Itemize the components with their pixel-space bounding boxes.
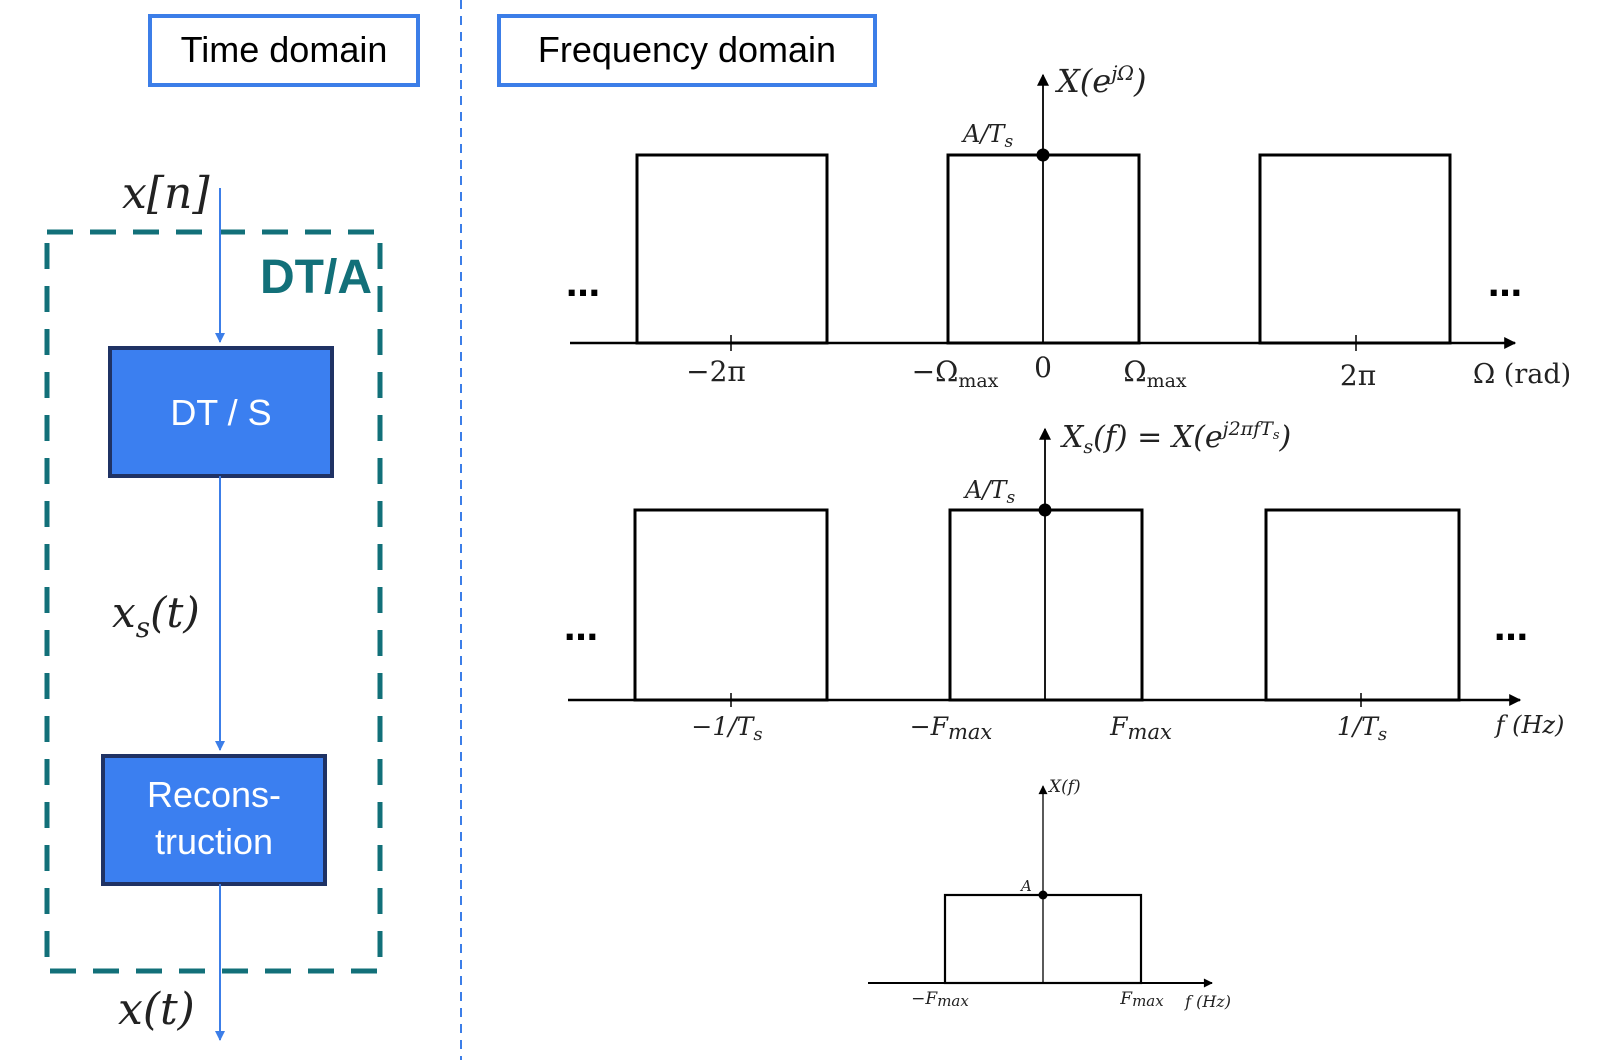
middle-tick-label-minus-one-over-ts: −1/Ts: [691, 712, 762, 745]
dta-block-diagram: DT/A x[n] DT / S xs(t) Recons- truction …: [44, 168, 383, 1041]
middle-peak-dot: [1038, 503, 1052, 517]
middle-y-label: Xs(f) = X(ej2πfTs): [1060, 418, 1291, 458]
top-height-label: A/Ts: [961, 120, 1013, 152]
frequency-domain-header: Frequency domain: [497, 14, 877, 87]
frequency-domain-title: Frequency domain: [538, 29, 836, 70]
bottom-y-label: X(f): [1047, 777, 1081, 797]
top-tick-label-zero: 0: [1034, 351, 1052, 384]
middle-replica-center: [948, 508, 1144, 702]
top-left-dots: …: [566, 265, 600, 305]
bottom-x-axis-label: f (Hz): [1184, 992, 1231, 1011]
middle-x-axis-label: f (Hz): [1494, 711, 1565, 739]
dta-group-box: [44, 229, 383, 974]
spectrum-middle: Xs(f) = X(ej2πfTs) A/Ts … … −1/Ts −Fmax …: [564, 418, 1564, 745]
top-x-axis-label: Ω (rad): [1473, 359, 1571, 390]
middle-right-dots: …: [1494, 609, 1528, 649]
middle-height-label: A/Ts: [963, 476, 1015, 508]
middle-tick-label-fmax: Fmax: [1109, 712, 1172, 744]
dt-s-block-label: DT / S: [170, 392, 271, 433]
bottom-tick-label-minus-fmax: −Fmax: [911, 989, 969, 1010]
middle-tick-label-one-over-ts: 1/Ts: [1337, 712, 1387, 745]
top-y-label: X(ejΩ): [1054, 61, 1146, 100]
top-tick-label-2pi: 2π: [1340, 359, 1376, 392]
time-domain-title: Time domain: [181, 29, 388, 70]
bottom-tick-label-fmax: Fmax: [1119, 989, 1164, 1010]
middle-replica-left: [633, 508, 829, 702]
reconstruction-label-line1: Recons-: [147, 774, 281, 815]
spectrum-bottom: X(f) A −Fmax Fmax f (Hz): [868, 777, 1231, 1011]
middle-replica-right: [1264, 508, 1461, 702]
top-replica-right: [1258, 153, 1452, 345]
middle-left-dots: …: [564, 609, 598, 649]
dta-group-label: DT/A: [260, 251, 372, 304]
output-signal-label: x(t): [118, 984, 195, 1035]
middle-tick-label-minus-fmax: −Fmax: [910, 712, 993, 744]
reconstruction-block: [101, 754, 327, 886]
bottom-height-label: A: [1019, 877, 1032, 895]
spectrum-top: X(ejΩ) A/Ts … … −2π −Ωmax 0 Ωmax 2π Ω (r…: [566, 61, 1571, 392]
reconstruction-label-line2: truction: [155, 821, 273, 862]
time-domain-header: Time domain: [148, 14, 420, 87]
top-replica-left: [635, 153, 829, 345]
dt-s-block: [108, 346, 334, 478]
top-tick-label-omega-max: Ωmax: [1123, 355, 1187, 392]
top-peak-dot: [1036, 148, 1050, 162]
sampled-signal-label: xs(t): [112, 588, 200, 644]
top-tick-label-minus-2pi: −2π: [686, 355, 746, 388]
bottom-peak-dot: [1038, 890, 1048, 900]
input-signal-label: x[n]: [122, 168, 210, 219]
top-right-dots: …: [1488, 265, 1522, 305]
top-tick-label-minus-omega-max: −Ωmax: [912, 355, 999, 392]
